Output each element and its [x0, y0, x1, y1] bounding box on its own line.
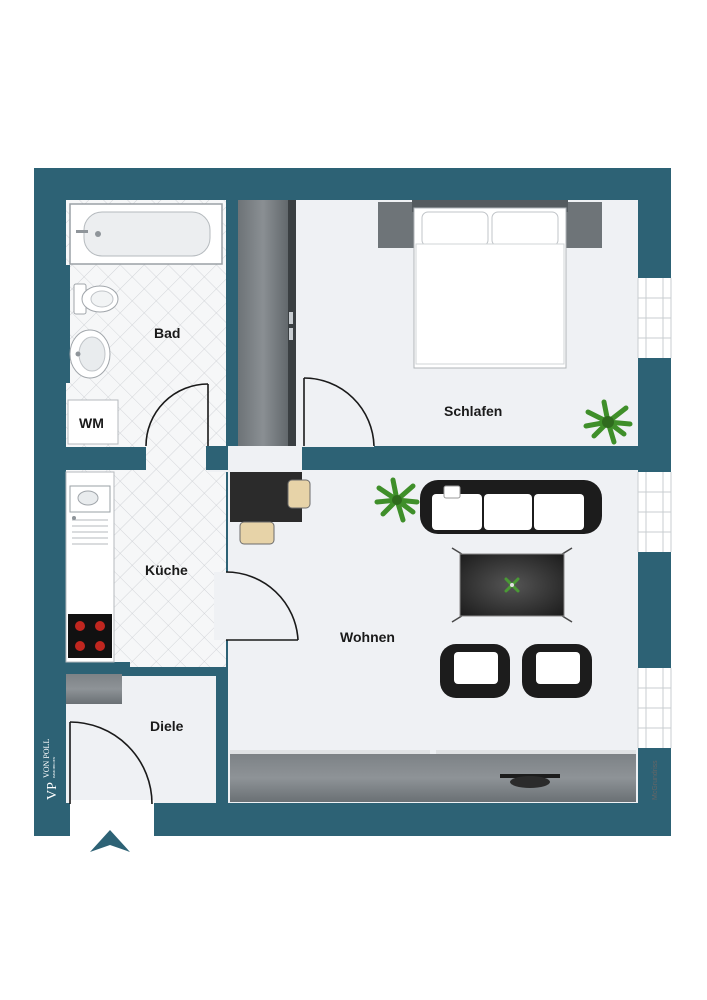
toilet: [73, 283, 119, 315]
sideboard: [230, 750, 636, 802]
washing-machine: [67, 399, 119, 445]
kitchen-counter: [65, 471, 115, 663]
door-entrance: [69, 721, 153, 805]
logo-sub: IMMOBILIEN: [52, 756, 56, 778]
wardrobe: [238, 200, 296, 446]
kitchen-diele-wall: [66, 662, 130, 670]
room-label-wm: WM: [79, 415, 104, 431]
room-label-bad: Bad: [154, 325, 180, 341]
shoe-cabinet: [66, 674, 122, 704]
armchair-right: [522, 644, 592, 698]
logo-initials: VP: [45, 782, 60, 800]
double-bed: [378, 200, 602, 369]
logo-name: VON POLL: [42, 739, 51, 778]
coffee-table: [451, 547, 573, 623]
door-schlafen: [303, 377, 375, 447]
washbasin: [69, 329, 111, 379]
wall-stub-passage: [206, 446, 228, 470]
door-kueche: [225, 571, 299, 641]
plant-icon: [583, 399, 633, 445]
wall-schlafen-wohnen: [374, 446, 638, 470]
windows: [637, 278, 672, 748]
floor-entrance-gap: [70, 800, 154, 836]
sofa: [420, 480, 602, 534]
room-label-wohnen: Wohnen: [340, 629, 395, 645]
armchair-left: [440, 644, 510, 698]
window-schlafen: [637, 278, 672, 358]
floor-passage-bad: [146, 440, 208, 474]
door-bad: [145, 383, 209, 447]
entrance-arrow-icon: [90, 830, 130, 852]
credit: McGrundriss: [652, 760, 659, 800]
wall-stub-diele: [216, 676, 228, 803]
window-wohnen-1: [637, 472, 672, 552]
plant-icon: [374, 477, 420, 523]
window-wohnen-2: [637, 668, 672, 748]
room-label-diele: Diele: [150, 718, 184, 734]
bad-inner-wall-line: [66, 265, 70, 383]
logo: VP VON POLL IMMOBILIEN: [42, 739, 60, 800]
room-label-kueche: Küche: [145, 562, 188, 578]
dining-table: [230, 472, 311, 545]
bathtub: [69, 203, 223, 265]
room-label-schlafen: Schlafen: [444, 403, 502, 419]
floor-passage-kueche: [214, 572, 230, 640]
